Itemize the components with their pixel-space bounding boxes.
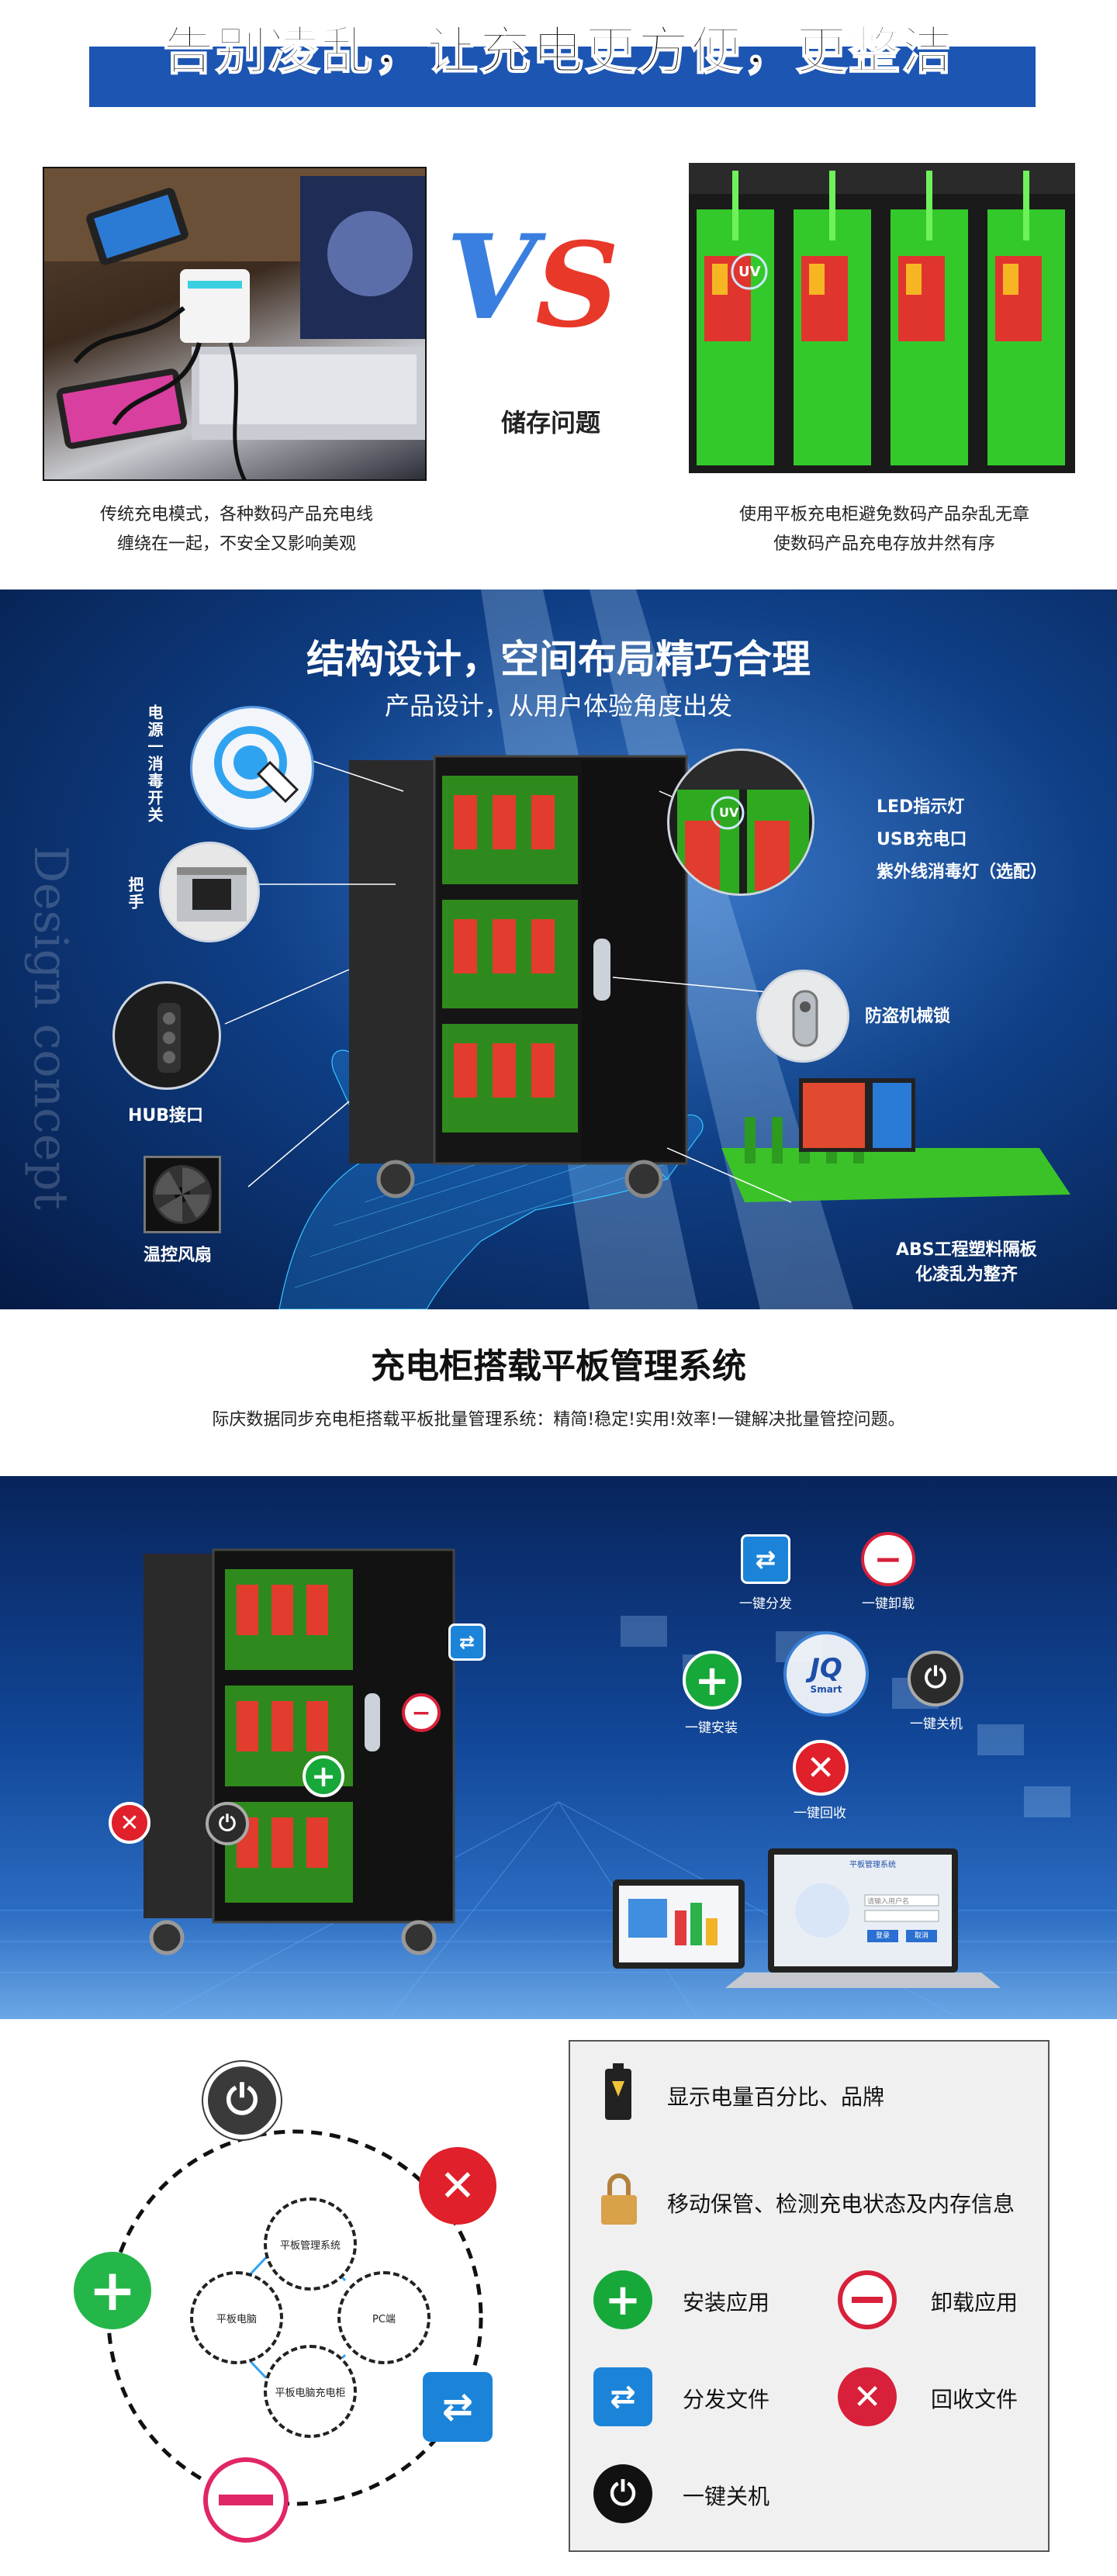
laptop-screen-title: 平板管理系统: [849, 1861, 896, 1869]
handle-icon: [177, 867, 247, 921]
fan-label: 温控风扇: [144, 1246, 213, 1265]
install-icon: +: [683, 1651, 742, 1710]
uninstall-icon: −: [861, 1532, 915, 1586]
left-caption-line1: 传统充电模式，各种数码产品充电线: [99, 505, 373, 524]
node-management-system: 平板管理系统: [264, 2197, 357, 2291]
jq-logo-text: JQ: [810, 1653, 842, 1684]
usb-label: USB充电口: [877, 830, 967, 849]
legend-shutdown-text: 一键关机: [683, 2484, 770, 2509]
cabinet-install-icon: +: [303, 1755, 344, 1797]
system-title: 充电柜搭载平板管理系统: [371, 1347, 746, 1386]
shutdown-label: 一键关机: [910, 1717, 963, 1732]
fan-callout: [144, 1156, 221, 1233]
legend-uninstall-icon: [838, 2270, 897, 2329]
recycle-icon: ✕: [793, 1740, 849, 1796]
diagram-recycle-icon: ✕: [419, 2147, 496, 2225]
power-touch-icon: [214, 726, 299, 804]
system-description: 际庆数据同步充电柜搭载平板批量管理系统：精简!稳定!实用!效率!一键解决批量管控…: [212, 1410, 905, 1430]
legend-distribute-icon: ⇄: [593, 2367, 652, 2426]
hub-label: HUB接口: [128, 1106, 204, 1125]
abs-label-line1: ABS工程塑料隔板: [896, 1240, 1037, 1260]
led-label: LED指示灯: [877, 797, 965, 817]
left-caption: 传统充电模式，各种数码产品充电线 缠绕在一起，不安全又影响美观: [43, 500, 431, 559]
section-comparison: 告别凌乱，让充电更方便，更整洁 V S 储存问题: [0, 0, 1117, 590]
design-title: 结构设计，空间布局精巧合理: [306, 637, 811, 682]
node-pc: PC端: [337, 2271, 431, 2364]
messy-desk-illustration: [44, 168, 425, 479]
legend-install-text: 安装应用: [683, 2290, 770, 2315]
battery-icon: [605, 2063, 631, 2120]
legend-uninstall-text: 卸载应用: [931, 2290, 1018, 2315]
node-tablet: 平板电脑: [190, 2271, 283, 2364]
jq-logo: JQ Smart: [783, 1631, 869, 1717]
legend-battery-text: 显示电量百分比、品牌: [667, 2084, 885, 2110]
cabinet-recycle-icon: ✕: [109, 1802, 150, 1844]
legend-install-icon: +: [593, 2270, 652, 2329]
abs-label: ABS工程塑料隔板 化凌乱为整齐: [896, 1238, 1037, 1288]
fan-icon: [153, 1165, 212, 1224]
diagram-install-icon: +: [74, 2252, 151, 2329]
hub-port-icon: [157, 1003, 181, 1073]
power-button-callout: [190, 706, 314, 830]
legend-distribute-text: 分发文件: [683, 2387, 770, 2412]
design-subtitle: 产品设计，从用户体验角度出发: [384, 691, 732, 721]
left-caption-line2: 缠绕在一起，不安全又影响美观: [116, 534, 356, 554]
system-background-art: [0, 1548, 1117, 2019]
vs-letter-s: S: [535, 217, 620, 354]
lock-icon: [792, 990, 818, 1047]
feature-legend: 显示电量百分比、品牌 移动保管、检测充电状态及内存信息 + 安装应用 卸载应用 …: [569, 2040, 1050, 2552]
vs-letter-v: V: [446, 209, 537, 346]
distribute-label: 一键分发: [739, 1596, 792, 1612]
uv-lamp-label: 紫外线消毒灯（选配）: [877, 863, 1048, 882]
diagram-power-icon: ⏻: [203, 2062, 281, 2139]
cabinet-distribute-icon: ⇄: [448, 1623, 486, 1661]
install-label: 一键安装: [685, 1720, 738, 1736]
legend-lock-text: 移动保管、检测充电状态及内存信息: [667, 2191, 1015, 2217]
vs-caption: 储存问题: [500, 408, 600, 437]
organized-cabinet-photo: UV: [689, 163, 1075, 473]
node-charging-cabinet: 平板电脑充电柜: [264, 2345, 357, 2438]
legend-shutdown-icon: ⏻: [593, 2464, 652, 2523]
jq-logo-sub: Smart: [810, 1684, 842, 1695]
design-background-art: [224, 590, 1070, 1309]
laptop-cancel-button: 取消: [906, 1930, 937, 1942]
shutdown-icon: ⏻: [908, 1651, 963, 1706]
section-system-banner: ⇄ 一键分发 − 一键卸载 + 一键安装 JQ Smart ⏻ 一键关机 ✕ 一…: [0, 1476, 1117, 2019]
section-system-intro: [0, 1309, 1117, 1476]
laptop-username-field: 请输入用户名: [867, 1898, 910, 1906]
messy-charging-photo: [43, 167, 427, 481]
page-title: 告别凌乱，让充电更方便，更整洁: [162, 20, 954, 81]
diagram-distribute-icon: ⇄: [423, 2372, 493, 2442]
hub-callout: [112, 981, 221, 1090]
recycle-label: 一键回收: [794, 1806, 846, 1821]
title-banner-bar: [89, 47, 1036, 107]
cabinet-shutdown-icon: ⏻: [206, 1802, 249, 1845]
led-usb-uv-callout: UV: [667, 749, 814, 896]
diagram-uninstall-icon: [203, 2457, 289, 2543]
abs-label-line2: 化凌乱为整齐: [915, 1265, 1018, 1285]
lock-callout: [756, 970, 849, 1063]
right-caption-line2: 使数码产品充电存放井然有序: [773, 534, 995, 554]
cabinet-uninstall-icon: −: [402, 1693, 441, 1732]
laptop-login-button: 登录: [867, 1930, 898, 1942]
slot-closeup-illustration: [669, 751, 812, 894]
handle-label: 把手: [126, 877, 144, 911]
right-caption: 使用平板充电柜避免数码产品杂乱无章 使数码产品充电存放井然有序: [675, 500, 1094, 559]
distribute-icon: ⇄: [741, 1534, 790, 1584]
uv-badge: UV: [738, 264, 761, 280]
design-concept-watermark: Design concept: [23, 845, 78, 1210]
legend-recycle-icon: ✕: [838, 2367, 897, 2426]
handle-callout: [159, 842, 260, 942]
lock-label: 防盗机械锁: [865, 1007, 951, 1026]
padlock-icon: [601, 2173, 637, 2225]
power-switch-label: 电源一消毒开关: [145, 704, 164, 824]
uninstall-label: 一键卸载: [862, 1596, 915, 1612]
uv-badge-design: UV: [719, 805, 739, 820]
section-design: UV 电源一消毒开关 把手 HUB接口 温控风扇 LED指示灯 USB充电口 紫…: [0, 590, 1117, 1309]
right-caption-line1: 使用平板充电柜避免数码产品杂乱无章: [738, 505, 1029, 524]
legend-recycle-text: 回收文件: [931, 2387, 1018, 2412]
organized-slots-illustration: [689, 163, 1075, 473]
